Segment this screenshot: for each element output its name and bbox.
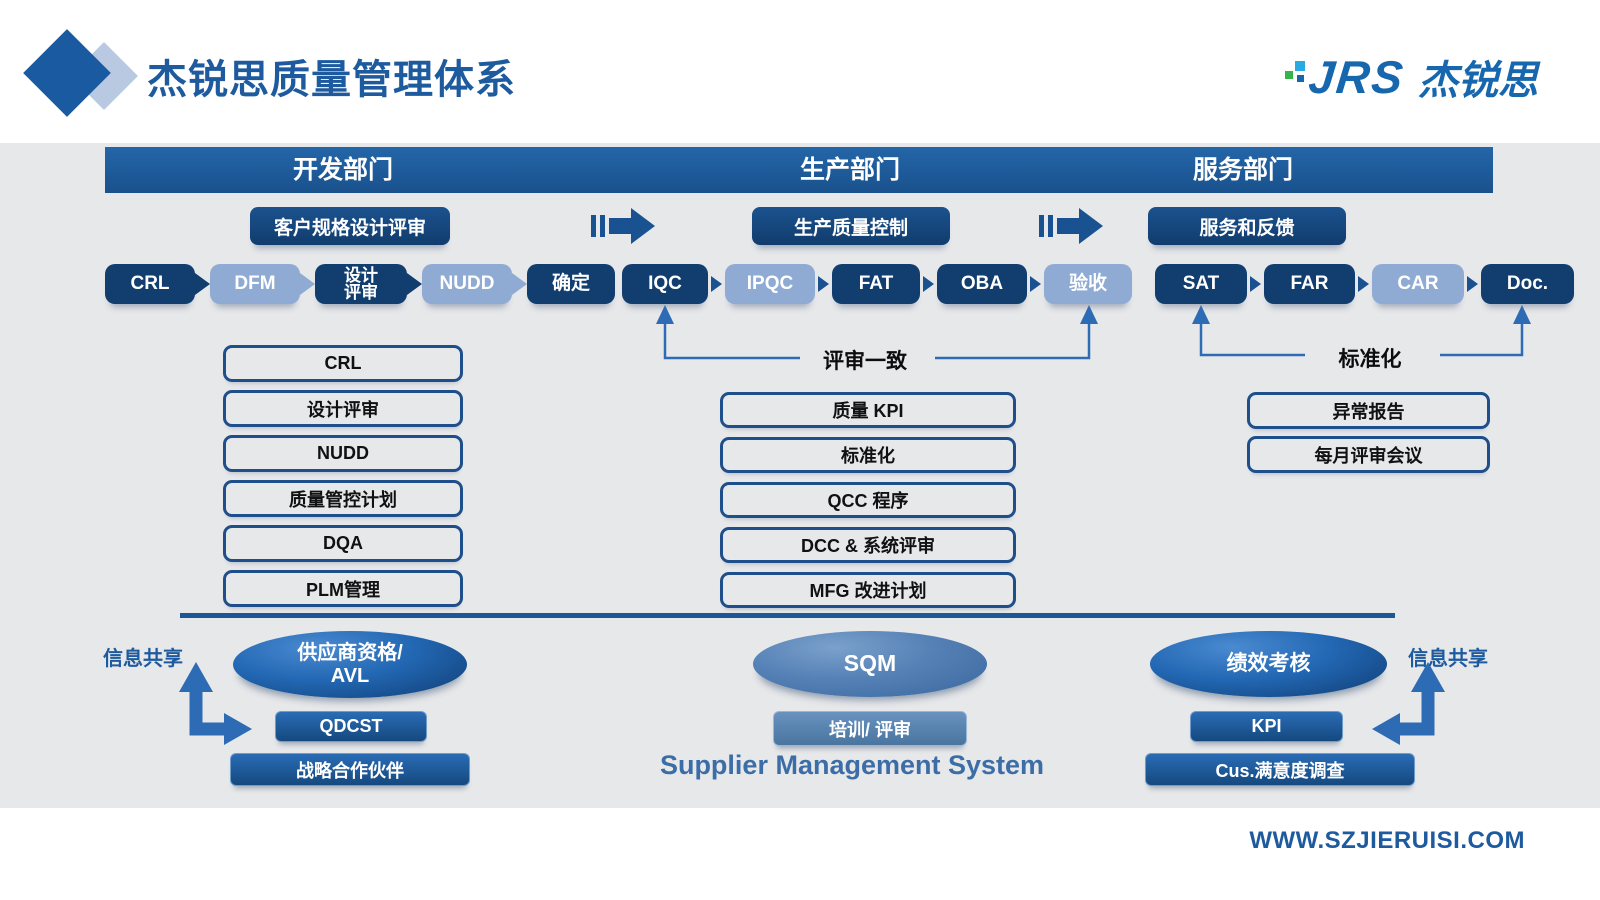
chain-box-sat: SAT bbox=[1155, 264, 1247, 304]
flow-arrow-icon bbox=[300, 273, 315, 295]
department-band: 开发部门 生产部门 服务部门 bbox=[105, 147, 1493, 193]
stage-header-customer-spec-review: 客户规格设计评审 bbox=[250, 207, 450, 245]
sqm-ellipse: SQM bbox=[753, 631, 987, 697]
supplier-qualification-ellipse: 供应商资格/ AVL bbox=[233, 631, 467, 698]
content-background bbox=[0, 143, 1600, 808]
list-item: 异常报告 bbox=[1247, 392, 1490, 429]
chain-box-design-review: 设计 评审 bbox=[315, 264, 407, 304]
production-activity-list: 质量 KPI 标准化 QCC 程序 DCC & 系统评审 MFG 改进计划 bbox=[720, 392, 1016, 617]
list-item: PLM管理 bbox=[223, 570, 463, 607]
chain-box-iqc: IQC bbox=[622, 264, 708, 304]
chain-box-dfm: DFM bbox=[210, 264, 300, 304]
striped-right-arrow-icon bbox=[1039, 206, 1105, 246]
list-item: MFG 改进计划 bbox=[720, 572, 1016, 608]
performance-appraisal-ellipse: 绩效考核 bbox=[1150, 631, 1387, 697]
connector-label-review-consensus: 评审一致 bbox=[823, 350, 907, 373]
stage-header-service-feedback: 服务和反馈 bbox=[1148, 207, 1346, 245]
dept-service: 服务部门 bbox=[1192, 156, 1293, 184]
logo-pixels-icon bbox=[1283, 57, 1309, 97]
page-title: 杰锐思质量管理体系 bbox=[147, 58, 516, 102]
flow-arrow-icon bbox=[711, 276, 722, 292]
flow-arrow-icon bbox=[1358, 276, 1369, 292]
website-url: WWW.SZJIERUISI.COM bbox=[1249, 827, 1525, 854]
chain-box-car: CAR bbox=[1372, 264, 1464, 304]
flow-arrow-icon bbox=[407, 273, 422, 295]
chain-box-far: FAR bbox=[1264, 264, 1355, 304]
flow-arrow-icon bbox=[195, 273, 210, 295]
chain-box-nudd: NUDD bbox=[422, 264, 512, 304]
dept-production: 生产部门 bbox=[799, 156, 900, 184]
list-item: 设计评审 bbox=[223, 390, 463, 427]
chain-box-ipqc: IPQC bbox=[725, 264, 815, 304]
info-sharing-label-right: 信息共享 bbox=[1408, 648, 1488, 670]
chain-box-doc: Doc. bbox=[1481, 264, 1574, 304]
company-logo: JRS 杰锐思 bbox=[1283, 48, 1538, 106]
strategic-partner-box: 战略合作伙伴 bbox=[230, 753, 470, 786]
flow-arrow-icon bbox=[1250, 276, 1261, 292]
service-activity-list: 异常报告 每月评审会议 bbox=[1247, 392, 1490, 480]
chain-box-fat: FAT bbox=[832, 264, 920, 304]
service-process-chain: SAT FAR CAR Doc. bbox=[1155, 264, 1574, 304]
info-sharing-label-left: 信息共享 bbox=[103, 648, 183, 670]
training-review-box: 培训/ 评审 bbox=[773, 711, 967, 746]
dept-development: 开发部门 bbox=[292, 156, 393, 184]
section-divider bbox=[180, 613, 1395, 618]
flow-arrow-icon bbox=[512, 273, 527, 295]
list-item: NUDD bbox=[223, 435, 463, 472]
list-item: DCC & 系统评审 bbox=[720, 527, 1016, 563]
striped-right-arrow-icon bbox=[591, 206, 657, 246]
chain-box-acceptance: 验收 bbox=[1044, 264, 1132, 304]
development-activity-list: CRL 设计评审 NUDD 质量管控计划 DQA PLM管理 bbox=[223, 345, 463, 615]
logo-chinese-text: 杰锐思 bbox=[1418, 59, 1538, 103]
flow-arrow-icon bbox=[1030, 276, 1041, 292]
list-item: 质量管控计划 bbox=[223, 480, 463, 517]
flow-arrow-icon bbox=[923, 276, 934, 292]
list-item: CRL bbox=[223, 345, 463, 382]
list-item: 质量 KPI bbox=[720, 392, 1016, 428]
production-process-chain: IQC IPQC FAT OBA 验收 bbox=[622, 264, 1132, 304]
list-item: 标准化 bbox=[720, 437, 1016, 473]
qdcst-box: QDCST bbox=[275, 711, 427, 742]
chain-box-confirm: 确定 bbox=[527, 264, 615, 304]
kpi-box: KPI bbox=[1190, 711, 1343, 742]
list-item: QCC 程序 bbox=[720, 482, 1016, 518]
flow-arrow-icon bbox=[1467, 276, 1478, 292]
stage-header-production-quality-control: 生产质量控制 bbox=[752, 207, 950, 245]
customer-satisfaction-survey-box: Cus.满意度调查 bbox=[1145, 753, 1415, 786]
list-item: DQA bbox=[223, 525, 463, 562]
supplier-management-system-title: Supplier Management System bbox=[659, 750, 1045, 780]
chain-box-crl: CRL bbox=[105, 264, 195, 304]
logo-jrs-text: JRS bbox=[1305, 51, 1407, 103]
development-process-chain: CRL DFM 设计 评审 NUDD 确定 bbox=[105, 264, 615, 304]
connector-label-standardization: 标准化 bbox=[1338, 348, 1402, 371]
chain-box-oba: OBA bbox=[937, 264, 1027, 304]
list-item: 每月评审会议 bbox=[1247, 436, 1490, 473]
flow-arrow-icon bbox=[818, 276, 829, 292]
